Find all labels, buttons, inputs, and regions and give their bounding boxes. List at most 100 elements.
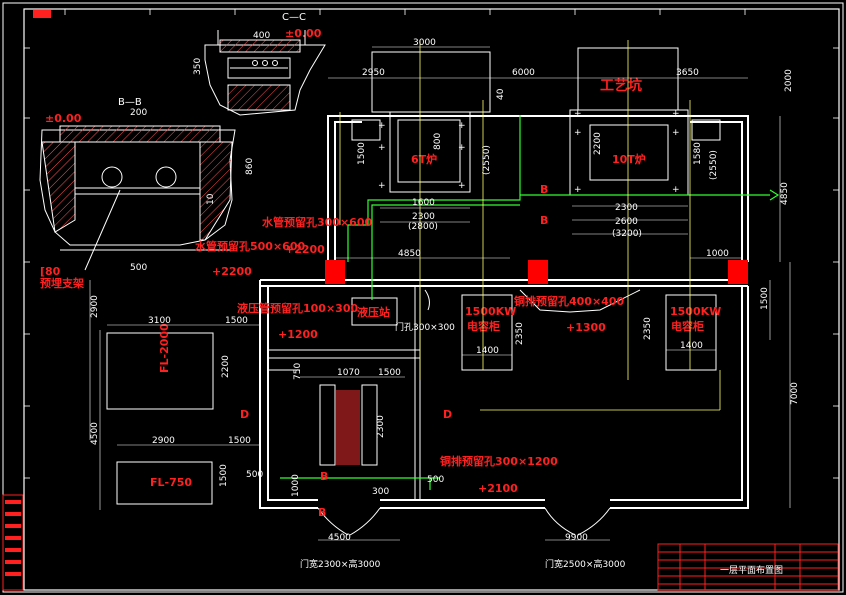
column-right: [691, 119, 721, 141]
furnace-6t: 6T炉 ++ ++ ++: [371, 51, 491, 193]
fl750-equipment: FL-750: [116, 461, 213, 505]
svg-text:FL-750: FL-750: [150, 476, 192, 489]
elev-e6: +1300: [566, 321, 606, 334]
svg-text:4500: 4500: [90, 422, 100, 445]
svg-text:(2800): (2800): [408, 222, 438, 232]
transformer-racks: [319, 384, 378, 466]
busbar-hole-top-label: 铜排预留孔400×400: [513, 294, 624, 308]
svg-text:2350: 2350: [515, 322, 525, 345]
door-left-label: 门宽2300×高3000: [300, 558, 381, 570]
doors: 门宽2300×高3000 门宽2500×高3000: [300, 289, 626, 570]
mark-b4: B: [318, 506, 326, 519]
column-left: [351, 119, 381, 141]
section-cc: C—C ±0.00 400 350: [193, 12, 326, 116]
svg-text:(2550): (2550): [482, 145, 492, 175]
svg-text:4850: 4850: [398, 249, 421, 259]
dim-200: 200: [130, 108, 147, 118]
svg-text:1500: 1500: [219, 464, 229, 487]
svg-text:(3200): (3200): [612, 229, 642, 239]
svg-text:800: 800: [433, 133, 443, 150]
busbar-trench: [519, 289, 641, 313]
hydraulic-station: 液压站: [351, 297, 398, 326]
svg-text:2300: 2300: [412, 212, 435, 222]
svg-text:1500KW: 1500KW: [465, 305, 516, 318]
furnace-10t: 10T炉 工艺坑 ++ ++ ++: [569, 47, 689, 196]
furnace-10t-label: 10T炉: [612, 152, 646, 166]
door-right-label: 门宽2500×高3000: [545, 558, 626, 570]
title-block-text: 一层平面布置图: [720, 564, 783, 576]
annotations: 铜排预留孔400×400 铜排预留孔300×1200 水管预留孔300×600 …: [195, 183, 624, 519]
svg-text:2000: 2000: [784, 69, 794, 92]
section-cc-title: C—C: [282, 12, 306, 23]
elev-e7: +2100: [478, 482, 518, 495]
svg-text:2200: 2200: [221, 355, 231, 378]
svg-text:300: 300: [372, 487, 389, 497]
svg-text:2900: 2900: [90, 295, 100, 318]
small-hole-label: 门孔300×300: [395, 321, 455, 333]
dim-400: 400: [253, 31, 270, 41]
svg-text:+: +: [458, 181, 466, 191]
svg-text:7000: 7000: [790, 382, 800, 405]
elev-e2: ±0.00: [45, 112, 82, 125]
svg-text:+: +: [672, 128, 680, 138]
svg-text:1500: 1500: [357, 142, 367, 165]
svg-text:电容柜: 电容柜: [671, 319, 704, 333]
svg-text:1500: 1500: [760, 287, 770, 310]
svg-text:+: +: [378, 181, 386, 191]
svg-text:2600: 2600: [615, 217, 638, 227]
svg-text:1600: 1600: [412, 198, 435, 208]
pipes: [280, 115, 780, 490]
mark-b2: B: [540, 214, 548, 227]
svg-text:+: +: [672, 109, 680, 119]
svg-text:500: 500: [246, 470, 263, 480]
svg-text:1500: 1500: [378, 368, 401, 378]
svg-text:2300: 2300: [376, 415, 386, 438]
svg-text:电容柜: 电容柜: [467, 319, 500, 333]
svg-text:9900: 9900: [565, 533, 588, 543]
oil-hole-label: 液压管预留孔100×300: [237, 301, 358, 315]
svg-text:1500: 1500: [225, 316, 248, 326]
title-block: 一层平面布置图: [657, 543, 839, 591]
svg-text:6000: 6000: [512, 68, 535, 78]
svg-text:(2550): (2550): [709, 150, 719, 180]
process-pit-label: 工艺坑: [600, 77, 642, 94]
mark-d2: D: [443, 408, 452, 421]
mark-d1: D: [240, 408, 249, 421]
building-walls: [259, 115, 749, 509]
svg-text:1000: 1000: [706, 249, 729, 259]
svg-text:+: +: [378, 121, 386, 131]
svg-text:1070: 1070: [337, 368, 360, 378]
svg-text:+: +: [378, 143, 386, 153]
svg-text:1000: 1000: [291, 474, 301, 497]
elev-e3: +2200: [285, 243, 325, 256]
busbar-hole-mid-label: 铜排预留孔300×1200: [439, 454, 558, 468]
fl2000-equipment: FL-2000: [106, 323, 214, 410]
dim-500c: 500: [130, 263, 147, 273]
svg-text:1400: 1400: [680, 341, 703, 351]
svg-text:2200: 2200: [593, 132, 603, 155]
svg-text:4850: 4850: [780, 182, 790, 205]
svg-text:1400: 1400: [476, 346, 499, 356]
svg-text:1500: 1500: [228, 436, 251, 446]
svg-text:+: +: [574, 128, 582, 138]
frame-marker: [33, 10, 51, 18]
water-hole2-label: 水管预留孔500×600: [195, 239, 305, 253]
mark-b3: B: [320, 470, 328, 483]
svg-text:2350: 2350: [643, 317, 653, 340]
axis-lines: [339, 40, 721, 411]
mark-b1: B: [540, 183, 548, 196]
dimension-lines: [89, 46, 791, 541]
left-legend-stack: [2, 494, 24, 591]
svg-text:+: +: [458, 121, 466, 131]
water-hole-label: 水管预留孔300×600: [262, 215, 372, 229]
reserved-holes: [325, 260, 748, 284]
capacitor-cabinet-left: 1500KW 电容柜: [461, 294, 516, 371]
svg-text:4500: 4500: [328, 533, 351, 543]
svg-text:液压站: 液压站: [357, 305, 390, 319]
dimension-texts: 3000 2950 6000 3650 2000 1500 800 (2550)…: [90, 38, 800, 543]
dim-350: 350: [193, 58, 203, 75]
